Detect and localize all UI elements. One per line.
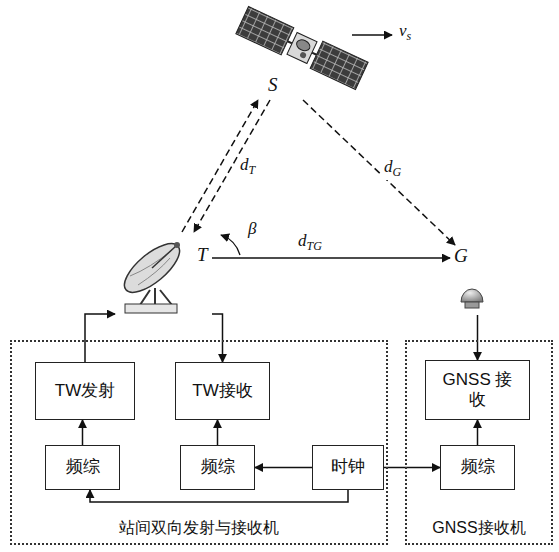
process-box: GNSS 接收: [425, 360, 530, 420]
process-box: 频综: [180, 445, 255, 490]
connector: [90, 490, 348, 502]
velocity-label: vs: [397, 22, 413, 44]
distance-label: dTG: [296, 232, 324, 254]
box-label: 频综: [66, 457, 100, 477]
point-label: T: [197, 244, 208, 267]
box-label: 时钟: [331, 457, 365, 477]
connector: [85, 314, 115, 362]
box-label: TW接收: [192, 381, 252, 401]
connector: [217, 420, 219, 445]
process-box: 频综: [440, 445, 515, 490]
connector: [255, 467, 312, 469]
equipment-group: 站间双向发射与接收机 TW发射 TW接收频综 频综 时钟: [10, 340, 388, 545]
distance-label: dG: [382, 158, 403, 180]
box-label: 频综: [201, 457, 235, 477]
velocity-arrow: [352, 34, 392, 36]
gnss-antenna: [461, 289, 483, 308]
angle-arc: [221, 235, 240, 255]
connector: [477, 420, 479, 445]
satellite: [236, 7, 368, 90]
receiver-node: G: [450, 245, 490, 315]
equipment-group: GNSS接收机 GNSS 接收频综: [405, 340, 553, 545]
box-label: GNSS 接收: [442, 370, 514, 411]
satellite-node: S: [235, 8, 375, 100]
connector: [212, 314, 223, 362]
box-label: TW发射: [55, 381, 115, 401]
connector: [384, 467, 440, 469]
connector: [82, 420, 84, 445]
connector: [212, 257, 450, 259]
signal-path: [182, 100, 258, 232]
process-box: 频综: [45, 445, 120, 490]
connector: [477, 315, 479, 360]
point-label: S: [268, 74, 278, 97]
process-box: 时钟: [312, 445, 384, 490]
box-label: 频综: [461, 457, 495, 477]
station-node: T: [115, 232, 212, 320]
group-label: 站间双向发射与接收机: [12, 518, 386, 537]
process-box: TW发射: [35, 362, 135, 420]
dish-antenna: [117, 235, 187, 313]
process-box: TW接收: [175, 362, 270, 420]
signal-path: [194, 100, 270, 232]
distance-label: dT: [238, 156, 257, 178]
angle-label: β: [246, 220, 258, 239]
signal-path: [303, 100, 455, 245]
group-label: GNSS接收机: [407, 518, 551, 537]
point-label: G: [454, 245, 468, 268]
